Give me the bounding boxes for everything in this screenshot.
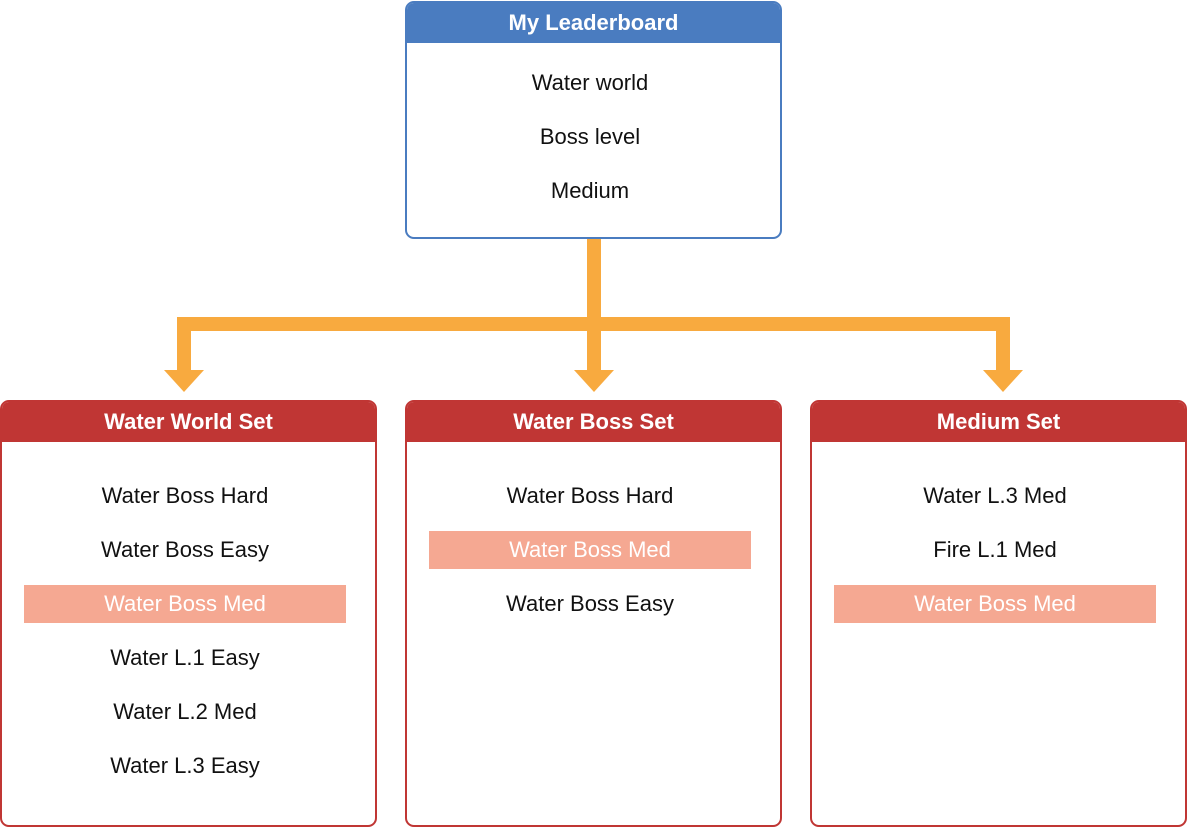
arrowhead-left [164, 370, 204, 392]
set-title: Medium Set [812, 402, 1185, 442]
leaderboard-card: My Leaderboard Water world Boss level Me… [405, 1, 782, 239]
leaderboard-item: Boss level [539, 124, 641, 149]
set-item: Water L.3 Easy [110, 753, 260, 778]
set-item: Water Boss Easy [101, 537, 269, 562]
connector-drop-center [587, 317, 601, 372]
set-item: Water L.1 Easy [110, 645, 260, 670]
leaderboard-item: Medium [550, 178, 630, 203]
set-item: Water L.3 Med [923, 483, 1067, 508]
connector-drop-right [996, 317, 1010, 372]
set-item: Fire L.1 Med [933, 537, 1057, 562]
leaderboard-title: My Leaderboard [407, 3, 780, 43]
connector-drop-left [177, 317, 191, 372]
leaderboard-item: Water world [531, 70, 649, 95]
set-title: Water World Set [2, 402, 375, 442]
set-item-highlighted: Water Boss Med [24, 585, 346, 623]
set-item: Water Boss Easy [506, 591, 674, 616]
connector-trunk [587, 239, 601, 323]
water-world-set-card: Water World Set Water Boss Hard Water Bo… [0, 400, 377, 827]
medium-set-card: Medium Set Water L.3 Med Fire L.1 Med Wa… [810, 400, 1187, 827]
set-item: Water Boss Hard [506, 483, 674, 508]
set-item-highlighted: Water Boss Med [834, 585, 1156, 623]
arrowhead-right [983, 370, 1023, 392]
set-item-highlighted: Water Boss Med [429, 531, 751, 569]
set-title: Water Boss Set [407, 402, 780, 442]
arrowhead-center [574, 370, 614, 392]
set-item: Water L.2 Med [113, 699, 257, 724]
set-item: Water Boss Hard [101, 483, 269, 508]
water-boss-set-card: Water Boss Set Water Boss Hard Water Bos… [405, 400, 782, 827]
